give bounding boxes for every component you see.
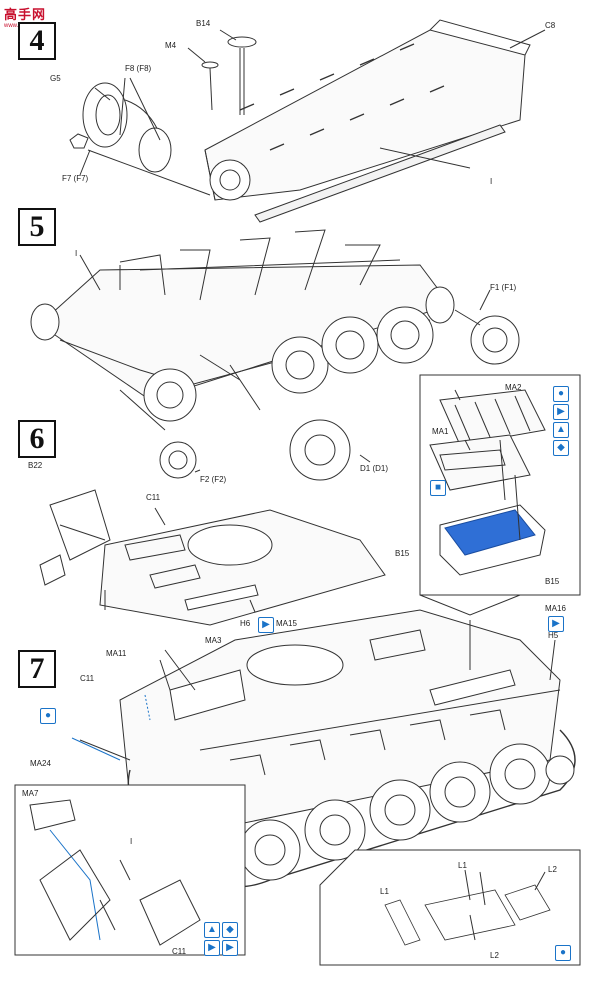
paint-icon: ▲: [553, 422, 569, 438]
label-b15: B15: [395, 549, 410, 558]
label-i-step5: I: [75, 249, 78, 258]
cement-icon: ▶: [222, 940, 238, 956]
step-number-7: 7: [18, 650, 56, 688]
cement-icon: ▶: [258, 617, 274, 633]
label-c11-step7: C11: [80, 674, 95, 683]
label-l1-b: L1: [458, 861, 467, 870]
label-f1: F1 (F1): [490, 283, 517, 292]
step-6-upper-hull: [39, 489, 386, 626]
label-ma7: MA7: [22, 789, 39, 798]
step-7-hull: [71, 609, 576, 888]
label-f8: F8 (F8): [125, 64, 152, 73]
ma7-inset: [14, 784, 246, 956]
step-number-5: 5: [18, 208, 56, 246]
label-h6: H6: [240, 619, 251, 628]
watermark-text: 高手网: [4, 7, 47, 22]
cement-icon: ▶: [553, 404, 569, 420]
label-ma3: MA3: [205, 636, 222, 645]
label-l2-a: L2: [548, 865, 557, 874]
label-d1: D1 (D1): [360, 464, 389, 473]
cut-icon: ◆: [553, 440, 569, 456]
track-link-inset: [319, 849, 581, 966]
glue-drop-icon: ●: [553, 386, 569, 402]
label-m4: M4: [165, 41, 177, 50]
label-c11-inset: C11: [172, 947, 187, 956]
paint-icon: ■: [430, 480, 446, 496]
label-ma24: MA24: [30, 759, 51, 768]
label-ma15: MA15: [276, 619, 297, 628]
step-number-4: 4: [18, 22, 56, 60]
label-c11-step6: C11: [146, 493, 161, 502]
label-b22: B22: [28, 461, 43, 470]
step-4-hull: [69, 19, 546, 223]
label-ma16: MA16: [545, 604, 566, 613]
label-l2-b: L2: [490, 951, 499, 960]
label-ma11: MA11: [106, 649, 127, 658]
paint-icon: ▲: [204, 922, 220, 938]
label-f7: F7 (F7): [62, 174, 89, 183]
label-i-step4: I: [490, 177, 493, 186]
label-c8: C8: [545, 21, 556, 30]
label-i-step7: I: [130, 837, 133, 846]
label-h5: H5: [548, 631, 559, 640]
label-l1-a: L1: [380, 887, 389, 896]
cement-icon: ▶: [204, 940, 220, 956]
cut-icon: ◆: [222, 922, 238, 938]
glue-drop-icon: ●: [40, 708, 56, 724]
label-b15-inset: B15: [545, 577, 560, 586]
glue-drop-icon: ●: [555, 945, 571, 961]
step-5-hull: [30, 229, 520, 481]
label-b14: B14: [196, 19, 211, 28]
cement-icon: ▶: [548, 616, 564, 632]
label-f2: F2 (F2): [200, 475, 227, 484]
label-ma2: MA2: [505, 383, 522, 392]
label-ma1: MA1: [432, 427, 449, 436]
step-number-6: 6: [18, 420, 56, 458]
label-g5: G5: [50, 74, 61, 83]
